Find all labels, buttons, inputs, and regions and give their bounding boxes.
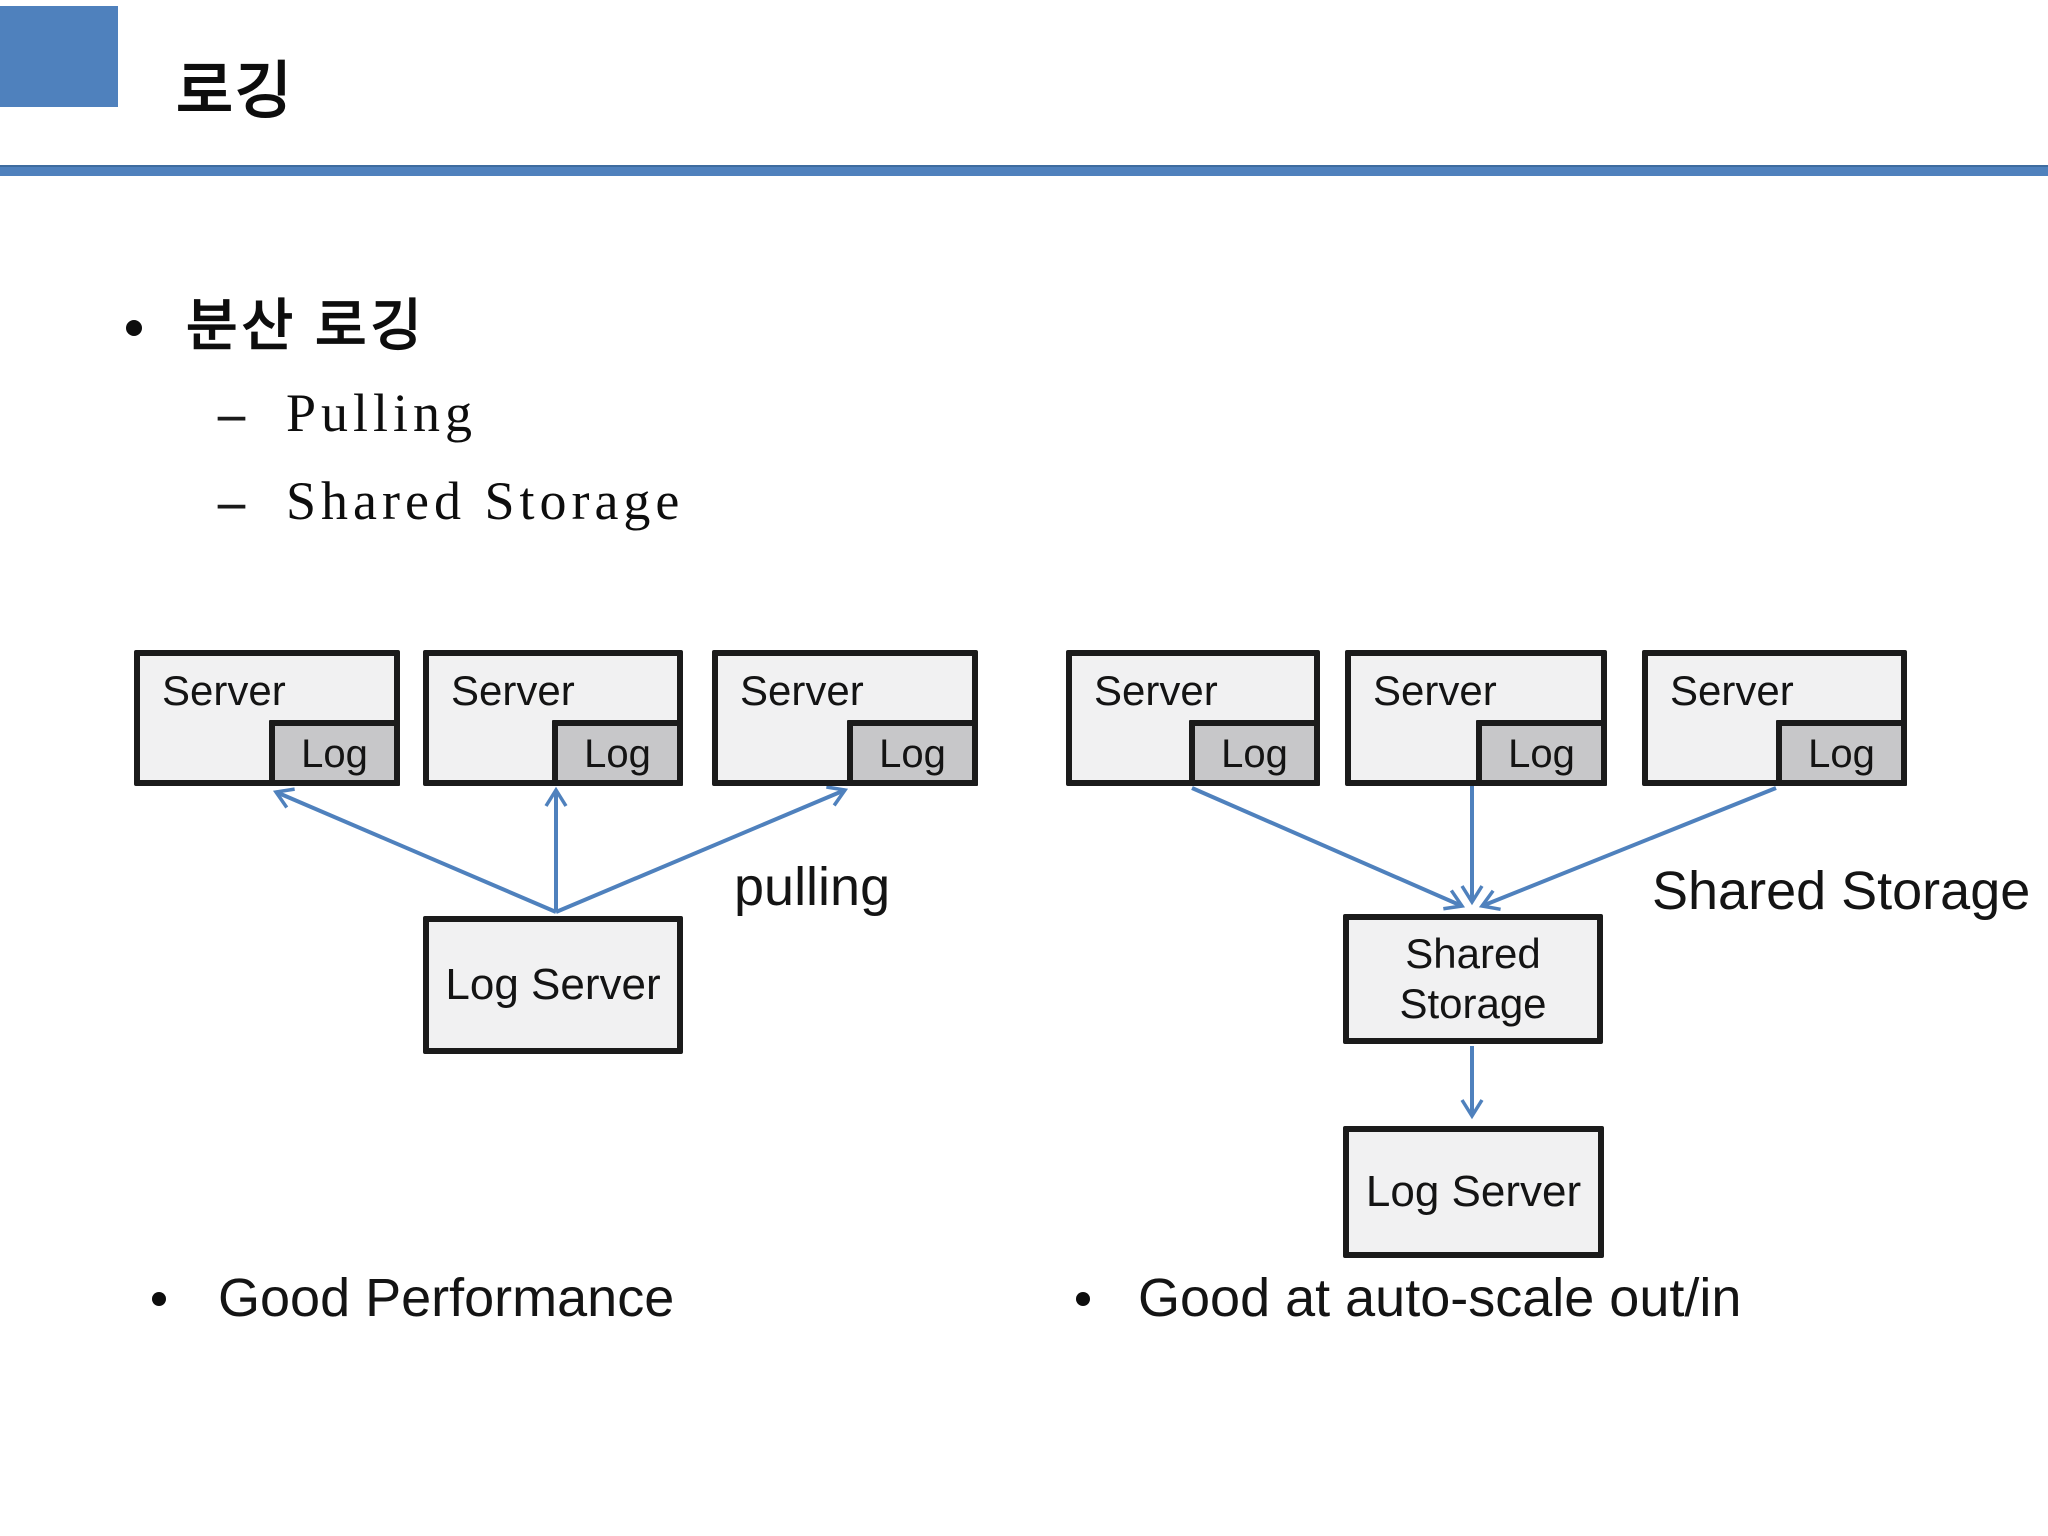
server-box: Server Log bbox=[134, 650, 400, 786]
arrow-server1-to-storage bbox=[1191, 786, 1466, 911]
log-label: Log bbox=[584, 732, 651, 776]
log-box: Log bbox=[1189, 720, 1320, 786]
log-box: Log bbox=[1776, 720, 1907, 786]
caption-shared-storage: Shared Storage bbox=[1652, 861, 2031, 921]
log-server-box: Log Server bbox=[423, 916, 683, 1054]
sub-bullet-list: – Pulling – Shared Storage bbox=[218, 376, 684, 551]
log-box: Log bbox=[552, 720, 683, 786]
server-label: Server bbox=[1670, 667, 1794, 714]
shared-storage-box: Shared Storage bbox=[1343, 914, 1603, 1044]
accent-corner-square bbox=[0, 6, 118, 107]
sub-bullet-shared-storage: – Shared Storage bbox=[218, 464, 684, 540]
sub-bullet-label: Shared Storage bbox=[286, 470, 685, 531]
sub-bullet-label: Pulling bbox=[286, 383, 478, 443]
server-box: Server Log bbox=[423, 650, 683, 786]
arrow-pull-to-server1 bbox=[272, 787, 557, 914]
server-box: Server Log bbox=[1345, 650, 1607, 786]
note-left-label: Good Performance bbox=[218, 1268, 675, 1328]
sub-bullet-pulling: – Pulling bbox=[218, 376, 684, 452]
server-box: Server Log bbox=[1066, 650, 1320, 786]
server-label: Server bbox=[162, 667, 286, 714]
log-label: Log bbox=[1508, 732, 1575, 776]
server-label: Server bbox=[1373, 667, 1497, 714]
log-server-label: Log Server bbox=[1365, 1167, 1582, 1217]
bullet-dot-icon bbox=[1076, 1292, 1090, 1306]
server-label: Server bbox=[1094, 667, 1218, 714]
title-divider-rule bbox=[0, 165, 2048, 176]
log-label: Log bbox=[1221, 732, 1288, 776]
log-server-label: Log Server bbox=[445, 960, 661, 1010]
log-label: Log bbox=[1808, 732, 1875, 776]
dash-bullet-icon: – bbox=[218, 383, 245, 443]
log-box: Log bbox=[1476, 720, 1607, 786]
main-bullet-label: 분산 로깅 bbox=[186, 296, 427, 358]
note-right: Good at auto-scale out/in bbox=[1076, 1266, 1741, 1331]
server-box: Server Log bbox=[712, 650, 978, 786]
log-box: Log bbox=[269, 720, 400, 786]
shared-storage-label: Shared Storage bbox=[1399, 930, 1547, 1027]
note-right-label: Good at auto-scale out/in bbox=[1138, 1268, 1742, 1328]
log-label: Log bbox=[301, 732, 368, 776]
server-box: Server Log bbox=[1642, 650, 1907, 786]
server-label: Server bbox=[451, 667, 575, 714]
caption-pulling: pulling bbox=[734, 857, 891, 917]
bullet-dot-icon bbox=[126, 320, 142, 336]
page-title: 로깅 bbox=[176, 58, 295, 126]
log-label: Log bbox=[879, 732, 946, 776]
dash-bullet-icon: – bbox=[218, 470, 245, 531]
bullet-dot-icon bbox=[152, 1292, 166, 1306]
log-server-box: Log Server bbox=[1343, 1126, 1604, 1258]
server-label: Server bbox=[740, 667, 864, 714]
log-box: Log bbox=[847, 720, 978, 786]
main-bullet: 분산 로깅 bbox=[118, 292, 426, 362]
note-left: Good Performance bbox=[152, 1266, 674, 1331]
